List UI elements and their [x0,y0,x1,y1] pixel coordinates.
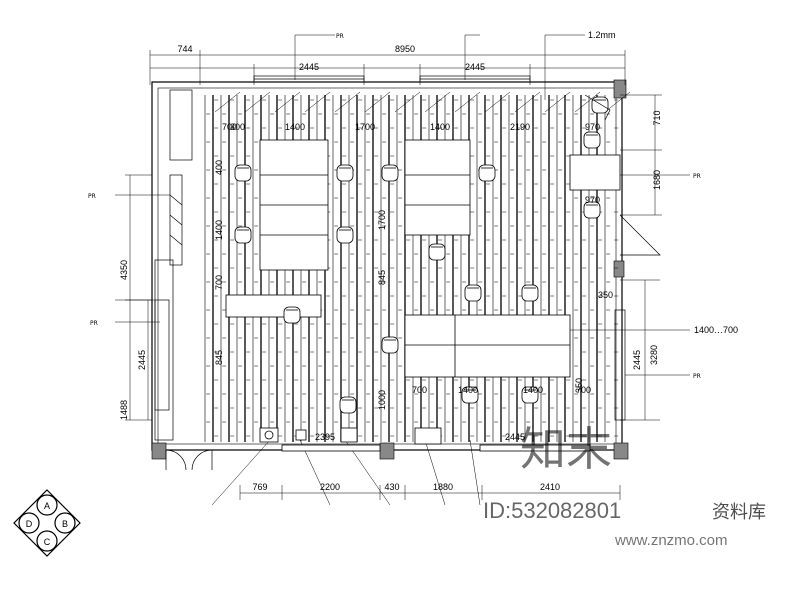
dim-right-970: 970 [585,195,600,205]
floor-diagonal [454,91,481,113]
dim-left-4350: 4350 [119,260,129,280]
dim-window-right: 2445 [465,62,485,72]
dim-right-3280: 3280 [649,345,659,365]
dim-right-2445: 2445 [632,350,642,370]
dim-col-1400a: 1400 [458,385,478,395]
chair [464,284,482,302]
dim-inner-2395: 2395 [315,432,335,442]
floor-diagonal [574,91,601,113]
chair [583,131,601,149]
chair [381,336,399,354]
dim-bottom-2410: 2410 [540,482,560,492]
dim-row1-e: 1400 [430,122,450,132]
dim-v-1400: 1400 [214,220,224,240]
compass-b: B [62,519,68,529]
dim-inner-2445: 2445 [505,432,525,442]
dim-row1-g: 970 [585,122,600,132]
note-right-top: PR [693,173,701,180]
note-left-b: PR [90,320,98,327]
dim-right-710: 710 [652,110,662,125]
dim-left-1488: 1488 [119,400,129,420]
chairs [234,96,609,414]
note-top-left: PR [336,33,344,40]
note-left-a: PR [88,193,96,200]
chair [339,396,357,414]
floor-diagonal [424,91,451,113]
floor-diagonal [304,91,331,113]
doors [165,94,661,471]
floor-diagonal [214,91,241,113]
walls [151,81,623,451]
chair [234,164,252,182]
dim-bottom-2200: 2200 [320,482,340,492]
dim-bottom-769: 769 [252,482,267,492]
annotation-notes: PR 1.2mm PR PR PR PR [88,30,701,380]
dim-overall-width: 8950 [395,44,415,54]
chair [336,226,354,244]
dim-right-350b: 350 [574,378,584,393]
chair [234,226,252,244]
chair [336,164,354,182]
dimension-lines [125,50,662,500]
compass-c: C [44,537,51,547]
chair [591,96,609,114]
top-windows [253,75,531,83]
chair [521,386,539,404]
chair [283,306,301,324]
floor-diagonal [514,91,541,113]
columns [151,79,629,460]
compass-a: A [44,501,50,511]
floor-diagonal [394,91,421,113]
chair [381,164,399,182]
dim-v-845: 845 [214,350,224,365]
floor-diagonal [544,91,571,113]
dim-v-1000: 1000 [377,390,387,410]
watermarks: 知末 ID:532082801 资料库 www.znzmo.com [483,423,766,549]
compass-d: D [26,519,33,529]
floor-diagonal [484,91,511,113]
watermark-brand: 知末 [520,423,612,475]
chair [583,201,601,219]
dim-col-700b: 700 [576,385,591,395]
floor-diagonal [334,91,361,113]
dim-v-845b: 845 [377,270,387,285]
dim-v-700: 700 [214,275,224,290]
dim-v-1700: 1700 [377,210,387,230]
dining-tables [225,139,621,378]
chair [521,284,539,302]
note-right-b: PR [693,373,701,380]
note-top: 1.2mm [588,30,616,40]
bottom-fixtures [259,427,591,452]
floor-diagonal [364,91,391,113]
dim-left-2445: 2445 [137,350,147,370]
watermark-url: www.znzmo.com [614,532,728,549]
note-1400-700: 1400…700 [694,325,738,335]
watermark-id: ID:532082801 [483,498,621,523]
dim-row1-f: 2190 [510,122,530,132]
dim-right-1680: 1680 [652,170,662,190]
dim-row1-c: 1400 [285,122,305,132]
dim-v-400: 400 [214,160,224,175]
dim-col-1400b: 1400 [523,385,543,395]
dim-window-left: 2445 [299,62,319,72]
floor-diagonal [244,91,271,113]
left-cabinets [154,89,626,441]
chair [428,243,446,261]
chair [478,164,496,182]
dim-right-350a: 350 [598,290,613,300]
dim-bottom-1880: 1880 [433,482,453,492]
dim-top-offset: 744 [177,44,192,54]
compass-diamond [13,489,81,557]
dim-col-700a: 700 [412,385,427,395]
chair [461,386,479,404]
dimension-labels: 744 8950 2445 2445 700 300 1400 1700 140… [119,44,738,492]
dim-row1-d: 1700 [355,122,375,132]
dim-row1-a: 700 [222,122,237,132]
dim-bottom-430: 430 [384,482,399,492]
dim-row1-b: 300 [230,122,245,132]
watermark-library: 资料库 [712,502,766,522]
floor-diagonal [274,91,301,113]
floor-diagonal [604,91,631,113]
